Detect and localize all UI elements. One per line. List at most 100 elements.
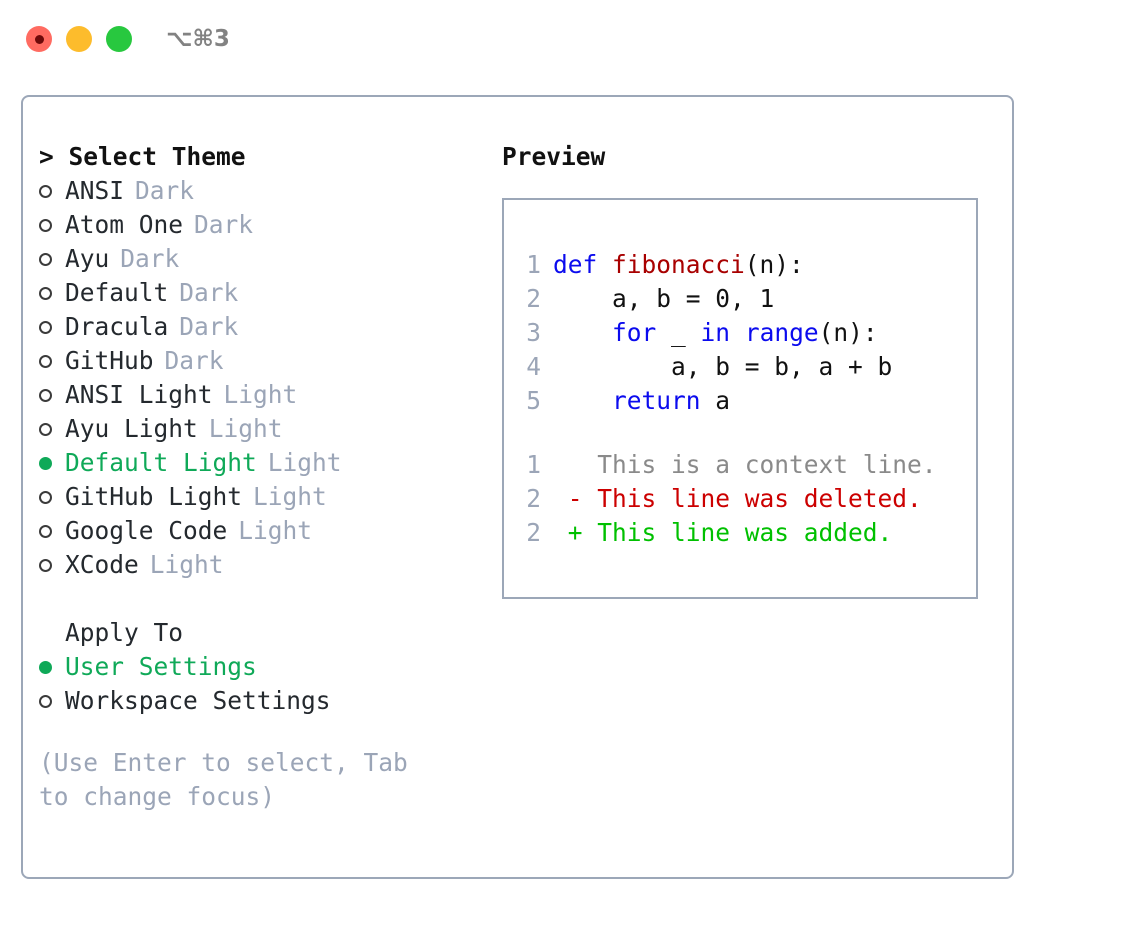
line-number: 4 [526, 352, 541, 381]
line-number: 1 [526, 450, 541, 479]
theme-option-tag: Dark [120, 244, 180, 273]
diff-line-text: - This line was deleted. [553, 484, 922, 513]
radio-unselected-icon [39, 491, 52, 504]
theme-option-label: XCode [65, 550, 139, 579]
keyboard-hint: (Use Enter to select, Tab to change focu… [39, 748, 408, 811]
minimize-button[interactable] [66, 26, 92, 52]
code-line: 2 a, b = 0, 1 [524, 282, 976, 316]
theme-option-tag: Dark [194, 210, 254, 239]
code-token-plain: _ [656, 318, 701, 347]
apply-to-option-label: User Settings [65, 652, 257, 681]
radio-unselected-icon [39, 695, 52, 708]
code-token-plain [553, 386, 612, 415]
theme-option-label: GitHub Light [65, 482, 243, 511]
theme-option-tag: Dark [135, 176, 195, 205]
apply-to-option-workspace-settings[interactable]: Workspace Settings [39, 684, 479, 718]
radio-selected-icon [39, 457, 52, 470]
radio-unselected-icon [39, 219, 52, 232]
code-line: 5 return a [524, 384, 976, 418]
code-token-kw: def [553, 250, 613, 279]
code-token-fn: fibonacci [612, 250, 745, 279]
diff-line-deleted: 2 - This line was deleted. [524, 482, 976, 516]
theme-option-tag: Light [253, 482, 327, 511]
code-token-plain [553, 318, 612, 347]
theme-option-label: ANSI Light [65, 380, 213, 409]
select-theme-header: > Select Theme [39, 142, 246, 171]
diff-line-added: 2 + This line was added. [524, 516, 976, 550]
theme-option-tag: Light [149, 550, 224, 579]
code-token-plain: (n): [818, 318, 878, 347]
theme-option-tag: Light [267, 448, 342, 477]
apply-to-option-user-settings[interactable]: User Settings [39, 650, 479, 684]
recording-indicator-icon [34, 34, 44, 44]
radio-unselected-icon [39, 389, 52, 402]
code-line: 4 a, b = b, a + b [524, 350, 976, 384]
code-token-kw: return [612, 386, 701, 415]
theme-option-google-code[interactable]: Google Code Light [39, 514, 479, 548]
code-token-plain: a, b = 0, 1 [553, 284, 775, 313]
line-number: 3 [526, 318, 541, 347]
theme-option-label: Atom One [65, 210, 184, 239]
line-number: 2 [526, 284, 541, 313]
radio-unselected-icon [39, 423, 52, 436]
diff-line-context: 1 This is a context line. [524, 448, 976, 482]
apply-to-header: Apply To [65, 618, 184, 647]
theme-option-ayu-light[interactable]: Ayu Light Light [39, 412, 479, 446]
theme-option-tag: Dark [179, 312, 239, 341]
theme-option-label: GitHub [65, 346, 154, 375]
diff-line-text: This is a context line. [553, 450, 937, 479]
code-token-kw: in [700, 318, 731, 347]
code-token-kw: range [744, 318, 819, 347]
code-diff-gap [524, 418, 976, 448]
code-token-kw: for [612, 318, 657, 347]
theme-option-tag: Dark [179, 278, 239, 307]
theme-option-ayu[interactable]: Ayu Dark [39, 242, 479, 276]
theme-option-default-light[interactable]: Default Light Light [39, 446, 479, 480]
theme-option-label: Ayu [65, 244, 110, 273]
apply-to-option-label: Workspace Settings [65, 686, 331, 715]
theme-option-label: Google Code [65, 516, 228, 545]
theme-option-label: Ayu Light [65, 414, 198, 443]
code-token-plain: a [700, 386, 731, 415]
theme-option-tag: Light [208, 414, 283, 443]
theme-option-label: Dracula [65, 312, 169, 341]
radio-unselected-icon [39, 559, 52, 572]
radio-unselected-icon [39, 185, 52, 198]
close-button[interactable] [26, 26, 52, 52]
diff-sample: 1 This is a context line.2 - This line w… [524, 448, 976, 550]
window-title: ⌥⌘3 [166, 26, 230, 52]
code-line: 3 for _ in range(n): [524, 316, 976, 350]
title-bar: ⌥⌘3 [0, 0, 1140, 78]
maximize-button[interactable] [106, 26, 132, 52]
theme-option-atom-one[interactable]: Atom One Dark [39, 208, 479, 242]
theme-option-label: Default Light [65, 448, 257, 477]
theme-option-github-light[interactable]: GitHub Light Light [39, 480, 479, 514]
line-number: 2 [526, 484, 541, 513]
theme-option-dracula[interactable]: Dracula Dark [39, 310, 479, 344]
radio-selected-icon [39, 661, 52, 674]
radio-unselected-icon [39, 355, 52, 368]
theme-option-label: Default [65, 278, 169, 307]
line-number: 2 [526, 518, 541, 547]
code-token-plain [730, 318, 745, 347]
radio-unselected-icon [39, 321, 52, 334]
code-token-plain: (n): [744, 250, 804, 279]
diff-line-text: + This line was added. [553, 518, 893, 547]
radio-unselected-icon [39, 287, 52, 300]
theme-option-tag: Light [223, 380, 298, 409]
theme-option-default[interactable]: Default Dark [39, 276, 479, 310]
theme-option-xcode[interactable]: XCode Light [39, 548, 479, 582]
preview-title: Preview [502, 142, 606, 171]
theme-option-tag: Light [238, 516, 313, 545]
theme-option-ansi-light[interactable]: ANSI Light Light [39, 378, 479, 412]
